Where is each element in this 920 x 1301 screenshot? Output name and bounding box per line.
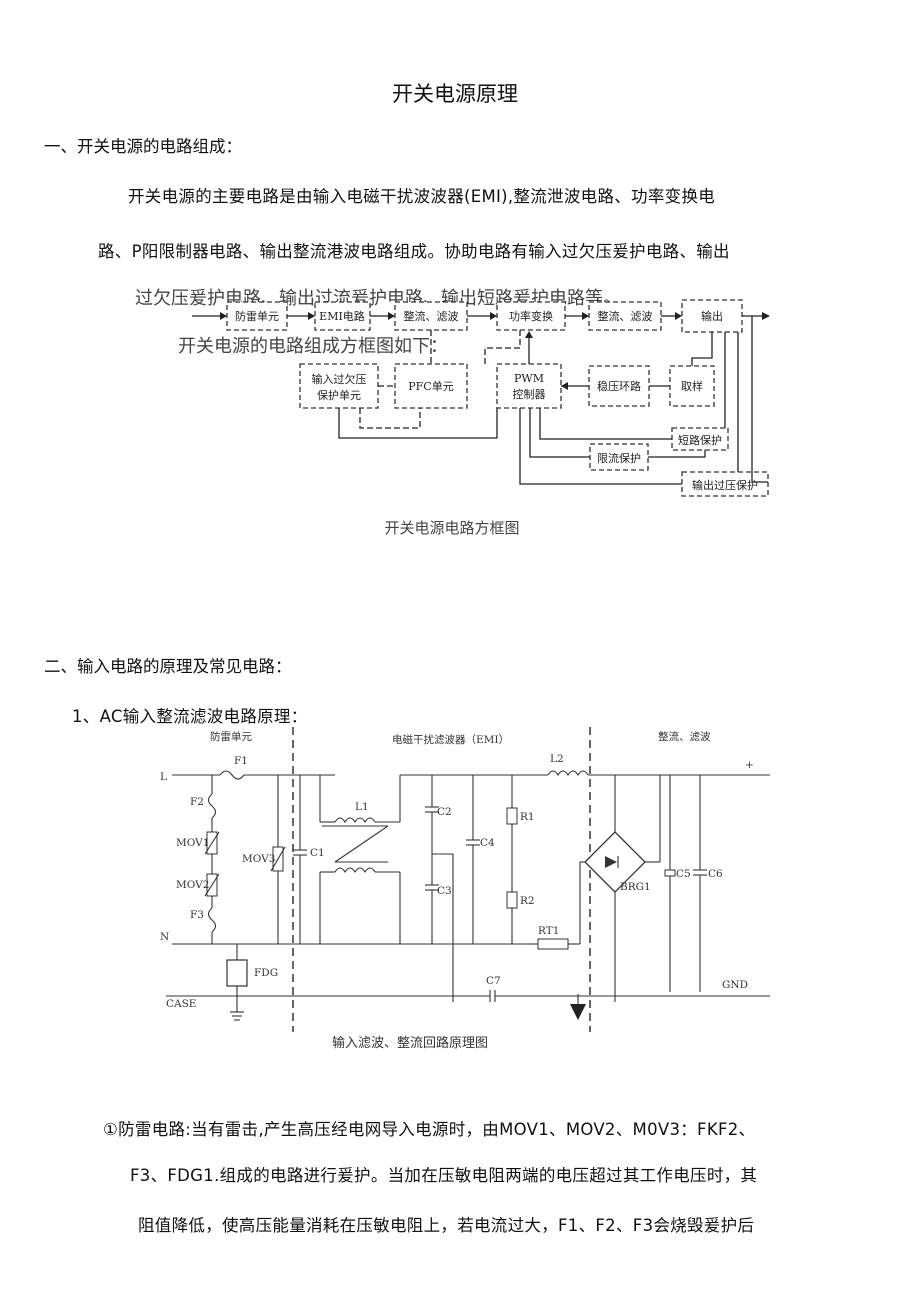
label-F3: F3 — [190, 909, 204, 921]
label-L2: L2 — [550, 753, 564, 765]
label-MOV3: MOV3 — [242, 853, 275, 865]
label-C6: C6 — [708, 868, 723, 880]
block-current-limit — [589, 443, 649, 471]
section2-sub1: 1、AC输入整流滤波电路原理： — [72, 707, 308, 726]
block-output-label: 输出 — [701, 309, 723, 323]
label-MOV1: MOV1 — [176, 837, 209, 849]
block-ovuv-label1: 输入过欠压 — [312, 372, 367, 386]
section1-heading: 一、开关电源的电路组成： — [44, 137, 242, 156]
label-FDG: FDG — [254, 967, 278, 979]
lightning-para-line1: ①防雷电路:当有雷击,产生高压经电网导入电源时，由MOV1、MOV2、M0V3：… — [103, 1120, 756, 1139]
block-rectify1 — [394, 301, 468, 331]
label-RT1: RT1 — [538, 925, 559, 937]
label-BRG1: BRG1 — [620, 881, 651, 893]
block-pfc — [394, 363, 468, 409]
block-output-ov-label: 输出过压保护 — [692, 478, 758, 492]
zone-emi-label: 电磁干扰滤波器（EMI） — [392, 733, 509, 746]
block-pwm — [496, 363, 562, 409]
lightning-para-line3: 阻值降低，使高压能量消耗在压敏电阻上，若电流过大，F1、F2、F3会烧毁爰护后 — [138, 1216, 755, 1235]
block-rectify2-label: 整流、滤波 — [598, 309, 653, 323]
block-pwm-label2: 控制器 — [513, 387, 546, 401]
section1-para-line2: 路、P阳限制器电路、输出整流港波电路组成。协助电路有输入过欠压爰护电路、输出 — [98, 242, 730, 261]
label-gnd: GND — [722, 979, 748, 991]
label-L: L — [160, 771, 167, 783]
label-N: N — [160, 931, 169, 943]
block-lightning-label: 防雷单元 — [235, 309, 279, 323]
block-sample — [669, 365, 715, 407]
block-current-limit-label: 限流保护 — [597, 451, 641, 465]
label-L1: L1 — [355, 801, 369, 813]
label-MOV2: MOV2 — [176, 879, 209, 891]
block-short-label: 短路保护 — [678, 433, 722, 447]
zone-rectify-label: 整流、滤波 — [658, 730, 711, 743]
block-pfc-label: PFC单元 — [408, 380, 453, 393]
block-sample-label: 取样 — [681, 379, 703, 393]
label-C1: C1 — [310, 847, 325, 859]
block-power — [496, 301, 566, 331]
label-case: CASE — [166, 998, 196, 1010]
power-supply-block-diagram: 过欠压爰护电路、输出过流爰护电路、输出短路爰护电路等。 开关电源的电路组成方框图… — [135, 288, 770, 537]
schematic-caption: 输入滤波、整流回路原理图 — [332, 1035, 488, 1051]
block-diagram-caption: 开关电源电路方框图 — [384, 519, 519, 537]
zone-lightning-label: 防雷单元 — [210, 730, 252, 743]
block-ovuv-label2: 保护单元 — [317, 388, 361, 402]
section1-para-line1: 开关电源的主要电路是由输入电磁干扰波波器(EMI),整流泄波电路、功率变换电 — [128, 187, 716, 206]
label-C3: C3 — [437, 885, 452, 897]
lightning-para-line2: F3、FDG1.组成的电路进行爰护。当加在压敏电阻两端的电压超过其工作电压时，其 — [130, 1166, 758, 1185]
block-regulator — [588, 365, 650, 407]
label-C4: C4 — [480, 837, 495, 849]
input-filter-schematic: 防雷单元 电磁干扰滤波器（EMI） 整流、滤波 L N CASE GND + F… — [160, 727, 770, 1051]
block-rectify2 — [588, 301, 662, 331]
label-F2: F2 — [190, 796, 204, 808]
label-F1: F1 — [234, 755, 248, 767]
block-ovuv — [299, 363, 379, 409]
block-pwm-label1: PWM — [514, 372, 544, 385]
block-output-ov — [681, 471, 769, 497]
label-C5: C5 — [676, 868, 691, 880]
block-power-label: 功率变换 — [509, 309, 553, 323]
page-title: 开关电源原理 — [392, 82, 518, 106]
label-C7: C7 — [486, 975, 501, 987]
label-C2: C2 — [437, 806, 452, 818]
label-R2: R2 — [520, 895, 535, 907]
block-emi — [314, 301, 371, 331]
block-emi-label: EMI电路 — [319, 310, 365, 323]
section2-heading: 二、输入电路的原理及常见电路： — [44, 657, 292, 676]
block-output — [681, 299, 743, 333]
block-overlay-line2: 开关电源的电路组成方框图如下： — [178, 336, 448, 357]
block-rectify1-label: 整流、滤波 — [404, 309, 459, 323]
label-plus: + — [745, 759, 754, 771]
label-R1: R1 — [520, 811, 535, 823]
block-regulator-label: 稳压环路 — [597, 379, 641, 393]
